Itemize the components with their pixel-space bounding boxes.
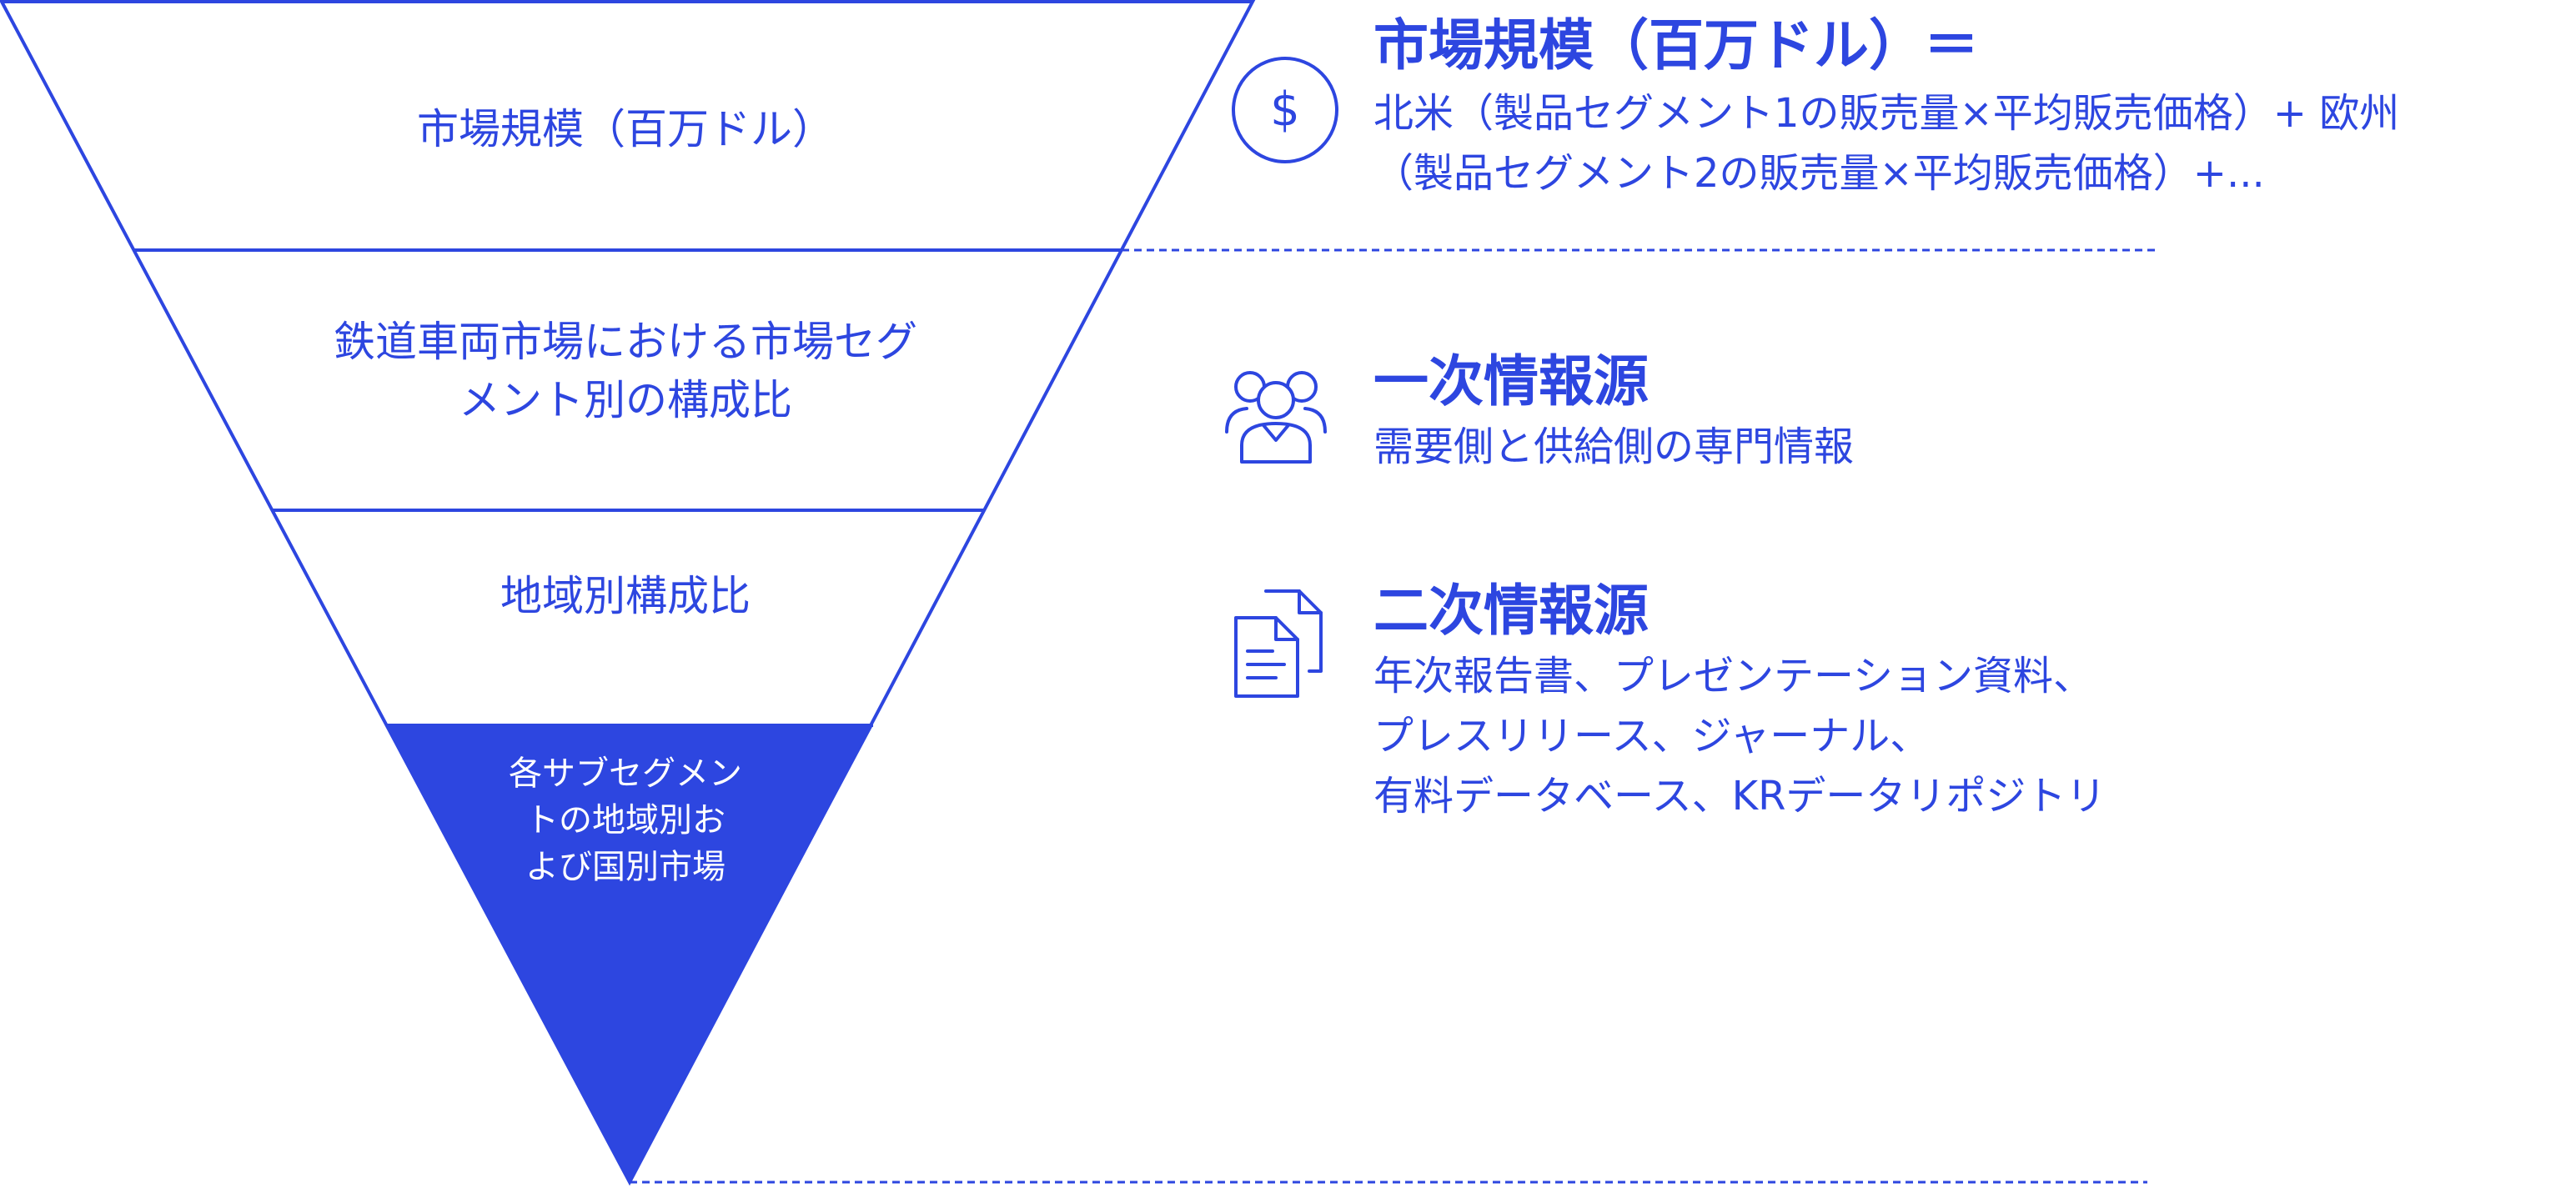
- primary-sources-description: 需要側と供給側の専門情報: [1373, 424, 1855, 470]
- funnel-level-4-line-1: 各サブセグメン: [509, 754, 742, 793]
- funnel-bottom-fill: [386, 725, 873, 1182]
- documents-icon: [1234, 589, 1323, 698]
- dollar-circle-icon: $: [1232, 57, 1338, 163]
- people-group-icon: [1225, 371, 1327, 464]
- funnel-level-4-line-2: トの地域別お: [525, 801, 726, 840]
- market-size-formula-line-2: （製品セグメント2の販売量×平均販売価格）+...: [1373, 150, 2265, 197]
- funnel-level-4-line-3: よび国別市場: [525, 848, 726, 886]
- funnel-level-2-line-1: 鉄道車両市場における市場セグ: [334, 318, 917, 366]
- market-size-formula: 北米（製品セグメント1の販売量×平均販売価格）+ 欧州 （製品セグメント2の販売…: [1373, 83, 2399, 203]
- funnel-outline: [0, 0, 1256, 1186]
- funnel-level-2-label: 鉄道車両市場における市場セグ メント別の構成比: [267, 313, 984, 429]
- secondary-sources-line-1: 年次報告書、プレゼンテーション資料、: [1373, 653, 2094, 699]
- secondary-sources-line-2: プレスリリース、ジャーナル、: [1373, 713, 1931, 759]
- funnel-level-1-label: 市場規模（百万ドル）: [417, 105, 834, 153]
- funnel-level-3-label: 地域別構成比: [500, 572, 751, 620]
- market-size-formula-line-1: 北米（製品セグメント1の販売量×平均販売価格）+ 欧州: [1373, 90, 2400, 137]
- secondary-sources-title: 二次情報源: [1373, 579, 1649, 643]
- secondary-sources-description: 年次報告書、プレゼンテーション資料、 プレスリリース、ジャーナル、 有料データベ…: [1373, 646, 2106, 826]
- primary-sources-title: 一次情報源: [1373, 349, 1649, 414]
- svg-text:$: $: [1270, 83, 1300, 137]
- secondary-sources-line-3: 有料データベース、KRデータリポジトリ: [1373, 773, 2106, 820]
- funnel-level-2-line-2: メント別の構成比: [459, 376, 792, 424]
- funnel-level-4-label: 各サブセグメン トの地域別お よび国別市場: [484, 750, 767, 890]
- market-size-title: 市場規模（百万ドル）＝: [1373, 13, 1979, 78]
